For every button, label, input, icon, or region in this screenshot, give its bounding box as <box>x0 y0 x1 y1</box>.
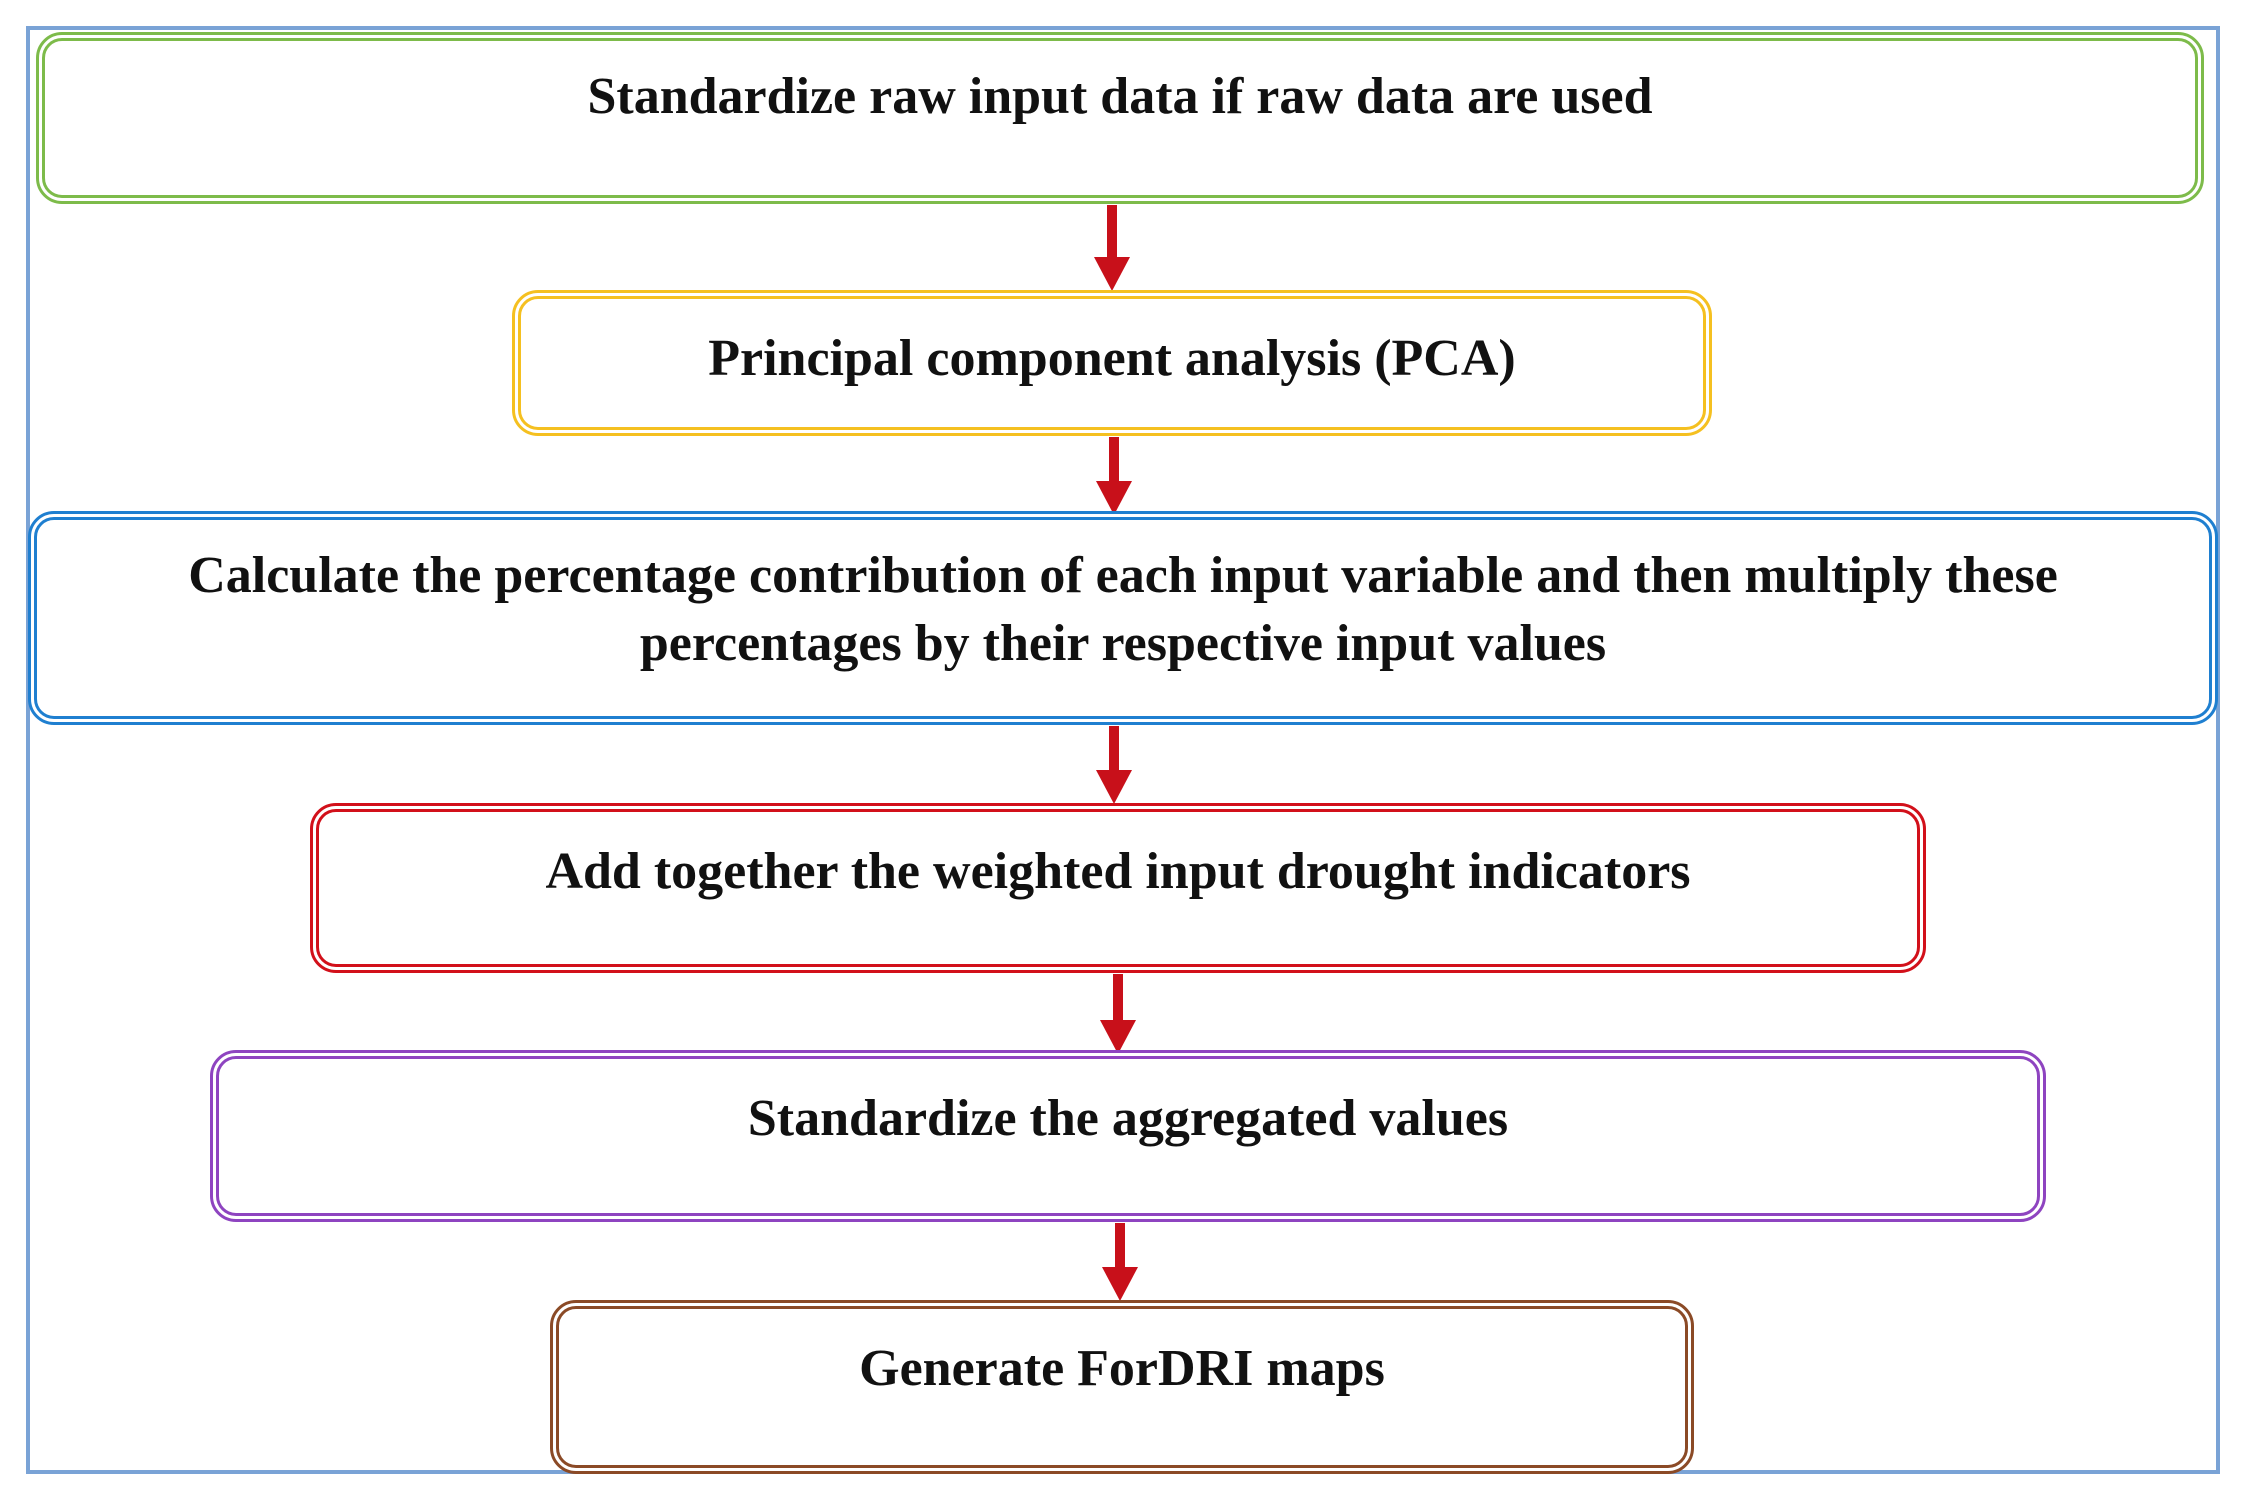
arrow-down-icon <box>1094 205 1130 291</box>
step-label: Standardize the aggregated values <box>747 1090 1509 1147</box>
step-label: Principal component analysis (PCA) <box>708 330 1516 387</box>
arrow-down-icon <box>1100 974 1136 1054</box>
step-label: Standardize raw input data if raw data a… <box>587 68 1653 125</box>
step-label: Add together the weighted input drought … <box>545 843 1691 900</box>
arrow-down-icon <box>1102 1223 1138 1301</box>
step-standardize-aggregated: Standardize the aggregated values <box>210 1050 2046 1222</box>
step-label: Calculate the percentage contribution of… <box>188 547 2058 672</box>
step-standardize-raw-data: Standardize raw input data if raw data a… <box>36 32 2204 204</box>
arrow-down-icon <box>1096 437 1132 515</box>
step-generate-fordri-maps: Generate ForDRI maps <box>550 1300 1694 1474</box>
step-calculate-percentage-contribution: Calculate the percentage contribution of… <box>28 511 2218 725</box>
step-pca: Principal component analysis (PCA) <box>512 290 1712 436</box>
step-add-weighted-indicators: Add together the weighted input drought … <box>310 803 1926 973</box>
arrow-down-icon <box>1096 726 1132 804</box>
step-label: Generate ForDRI maps <box>859 1340 1385 1397</box>
